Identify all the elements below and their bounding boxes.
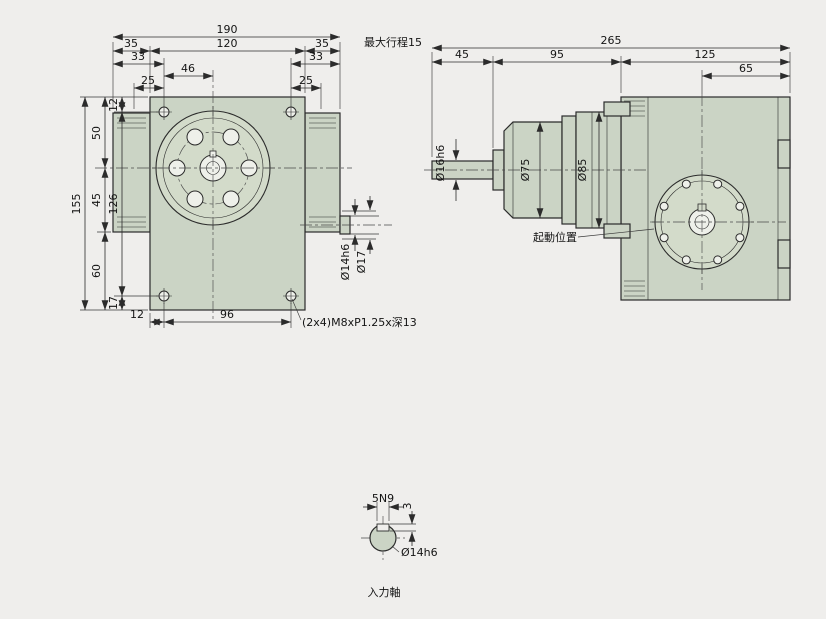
dim-total-width: 190 — [217, 23, 238, 36]
dim-edge-left: 25 — [141, 74, 155, 87]
dim-bottom-offset: 12 — [130, 308, 144, 321]
side-extension-lines — [431, 52, 791, 157]
dim-top-to-center: 50 — [90, 126, 103, 140]
dim-boss-dia: Ø17 — [355, 251, 368, 274]
side-tab-bottom — [777, 239, 791, 269]
mount-bolt-bottom — [603, 223, 631, 239]
front-dimension-lines — [81, 33, 374, 326]
corner-holes — [156, 104, 299, 304]
dim-flange-dia: Ø85 — [576, 159, 589, 182]
dim-bolt-span: 46 — [181, 62, 195, 75]
dim-hole-to-bottom: 17 — [107, 296, 120, 310]
dim-body-width: 120 — [217, 37, 238, 50]
max-stroke-label: 最大行程15 — [364, 35, 422, 49]
side-dimension-lines — [431, 44, 791, 238]
dim-center-to-flange: 45 — [90, 193, 103, 207]
dim-edge-right: 25 — [299, 74, 313, 87]
mount-bolt-top — [603, 101, 631, 117]
dim-seg-125: 125 — [695, 48, 716, 61]
start-position-label: 起動位置 — [533, 230, 577, 244]
dim-flange-left: 35 — [124, 37, 138, 50]
dim-input-shaft-dia: Ø16h6 — [434, 145, 447, 182]
thread-marks — [117, 117, 336, 228]
dim-seg-95: 95 — [550, 48, 564, 61]
thread-note: (2x4)M8xP1.25x深13 — [302, 316, 417, 329]
dim-top-to-hole: 12 — [107, 98, 120, 112]
dim-seg-65: 65 — [739, 62, 753, 75]
front-view: 190 35 120 35 33 33 46 25 25 155 50 45 6… — [70, 23, 417, 329]
dim-flange-to-bottom: 60 — [90, 264, 103, 278]
dim-bottom-span: 96 — [220, 308, 234, 321]
dim-hole-to-hole: 126 — [107, 194, 120, 215]
side-view: 最大行程15 265 45 95 125 65 Ø16h6 Ø75 Ø85 起動… — [364, 34, 791, 301]
dim-key-width: 5N9 — [372, 492, 394, 505]
dim-detail-shaft-dia: Ø14h6 — [401, 546, 438, 559]
dim-flange-right: 35 — [315, 37, 329, 50]
detail-dimension-lines — [363, 503, 416, 546]
front-right-flange — [304, 112, 341, 233]
dim-shaft-dia: Ø14h6 — [339, 244, 352, 281]
dim-key-depth: 3 — [401, 503, 414, 510]
input-shaft-label: 入力軸 — [368, 585, 401, 599]
dim-total-length: 265 — [601, 34, 622, 47]
input-shaft-detail: 5N9 3 Ø14h6 入力軸 — [361, 492, 438, 599]
dim-hole-offset-left: 33 — [131, 50, 145, 63]
detail-keyway — [376, 523, 390, 532]
detail-extension-lines — [376, 502, 416, 553]
side-tab-top — [777, 139, 791, 169]
side-thread-marks — [624, 100, 645, 297]
dim-cylinder-dia: Ø75 — [519, 159, 532, 182]
dim-seg-45: 45 — [455, 48, 469, 61]
dim-hole-offset-right: 33 — [309, 50, 323, 63]
dim-total-height: 155 — [70, 194, 83, 215]
